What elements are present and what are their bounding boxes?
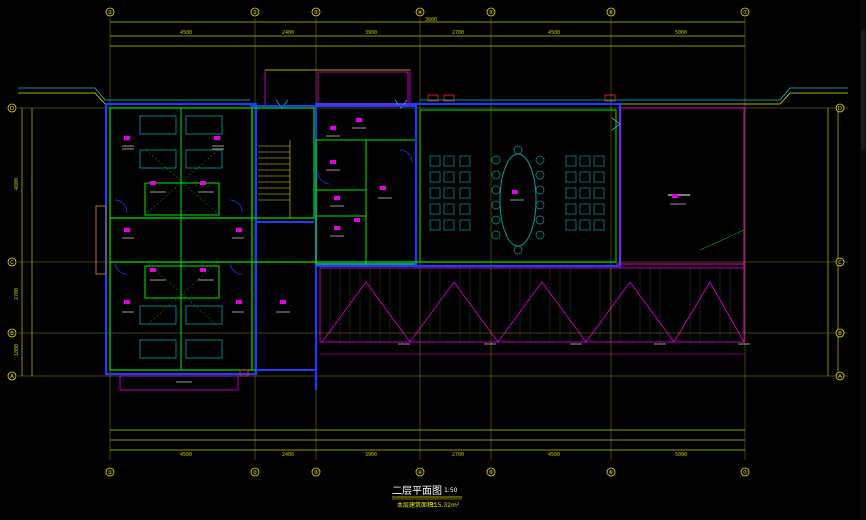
dimension-texts: 3600 4500 2400 3900 2700 4500 5000 4500 2400 3… — [14, 17, 687, 458]
grid-bottom-4: ④ — [418, 470, 423, 476]
svg-text:2700: 2700 — [14, 288, 20, 300]
stair-core — [251, 107, 318, 390]
left-wing-walls — [95, 102, 258, 391]
grid-right-A: A — [838, 374, 842, 380]
svg-text:2700: 2700 — [452, 30, 464, 36]
grid-left-D: D — [10, 106, 14, 112]
roof-terrace — [319, 267, 745, 355]
grid-bottom-2: ② — [253, 469, 258, 476]
grid-bottom-3: ③ — [314, 470, 319, 476]
svg-text:4500: 4500 — [548, 30, 560, 36]
svg-text:4500: 4500 — [548, 452, 560, 458]
svg-text:4500: 4500 — [180, 452, 192, 458]
svg-text:3900: 3900 — [365, 452, 377, 458]
red-markers — [239, 94, 616, 377]
svg-text:2400: 2400 — [282, 452, 294, 458]
grid-bubbles-top — [105, 7, 750, 17]
grid-top-3: ③ — [314, 10, 319, 16]
grid-bubbles-right — [835, 103, 845, 381]
grid-top-4: ④ — [418, 10, 423, 16]
svg-text:2400: 2400 — [282, 30, 294, 36]
svg-text:1800: 1800 — [14, 344, 20, 356]
roof-edge-lines — [18, 69, 848, 106]
center-rooms — [275, 71, 417, 265]
dimension-lines — [21, 21, 839, 451]
svg-text:3900: 3900 — [365, 30, 377, 36]
grid-right-C: C — [838, 260, 842, 266]
svg-text:5000: 5000 — [675, 30, 687, 36]
grid-left-C: C — [10, 260, 14, 266]
vertical-scrollbar[interactable] — [860, 0, 866, 520]
svg-text:3600: 3600 — [425, 17, 437, 23]
grid-top-2: ② — [253, 9, 258, 16]
svg-text:4800: 4800 — [14, 178, 20, 190]
grid-labels: ① ② ③ ④ ⑤ ⑥ ⑦ ① ② ③ ④ ⑤ ⑥ ⑦ D C B A D C … — [10, 9, 842, 476]
grid-right-B: B — [838, 331, 842, 337]
room-annotation-marks — [122, 127, 686, 313]
terrace-labels — [176, 343, 750, 383]
title-block: 二层平面图 1:50 本层建筑面积： 315.32m² — [392, 485, 462, 509]
grid-bottom-7: ⑦ — [743, 469, 748, 476]
axis-lines — [18, 18, 848, 460]
grid-bubbles-bottom — [105, 467, 750, 477]
grid-bubbles-left — [7, 103, 17, 381]
grid-top-6: ⑥ — [609, 10, 614, 16]
drawing-scale: 1:50 — [444, 487, 458, 494]
right-hall — [619, 107, 745, 334]
grid-left-B: B — [10, 331, 14, 337]
meeting-room — [414, 102, 622, 268]
grid-bottom-6: ⑥ — [609, 470, 614, 476]
grid-left-A: A — [10, 374, 14, 380]
grid-top-7: ⑦ — [743, 9, 748, 16]
grid-bottom-1: ① — [108, 470, 113, 476]
floor-area-value: 315.32m² — [430, 502, 460, 509]
room-tags — [124, 118, 678, 304]
svg-text:5000: 5000 — [675, 452, 687, 458]
grid-bottom-5: ⑤ — [489, 470, 494, 476]
scrollbar-thumb[interactable] — [861, 30, 865, 150]
svg-text:4500: 4500 — [180, 30, 192, 36]
corridor-walls — [250, 105, 744, 267]
left-wing-hatch — [145, 149, 219, 327]
svg-text:2700: 2700 — [452, 452, 464, 458]
drawing-title: 二层平面图 — [392, 485, 442, 497]
grid-top-5: ⑤ — [489, 10, 494, 16]
floor-area-label: 本层建筑面积： — [397, 501, 439, 509]
grid-top-1: ① — [108, 10, 113, 16]
grid-right-D: D — [838, 106, 842, 112]
